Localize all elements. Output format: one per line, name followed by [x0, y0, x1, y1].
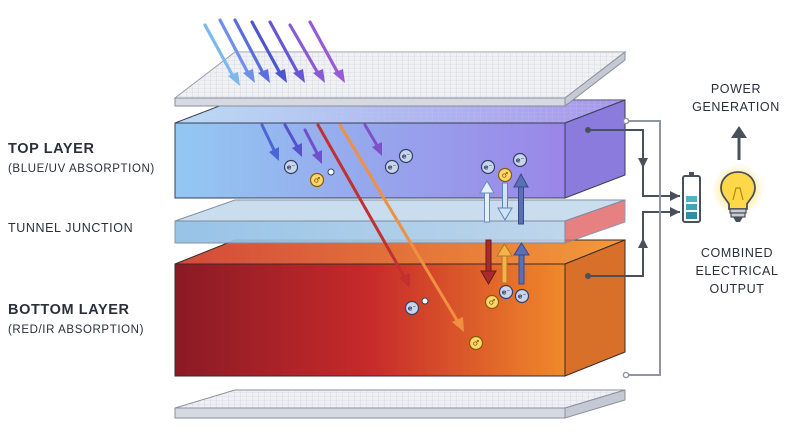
svg-text:e⁻: e⁻	[402, 153, 411, 161]
hole-icon: ♂	[470, 337, 483, 350]
hole-icon: ♂	[499, 169, 512, 182]
svg-text:♂: ♂	[502, 171, 509, 180]
combined-output-line2: ELECTRICAL	[695, 264, 778, 278]
carrier-arrows-bottom	[481, 240, 529, 284]
vacancy-dot	[422, 298, 428, 304]
power-generation-line1: POWER	[711, 82, 761, 96]
bottom-layer-block	[175, 240, 625, 376]
hole-icon: ♂	[486, 296, 499, 309]
combined-output-line1: COMBINED	[701, 246, 773, 260]
svg-text:e⁻: e⁻	[502, 289, 511, 297]
bottom-layer-subtitle: (RED/IR ABSORPTION)	[8, 324, 144, 336]
battery-icon	[683, 172, 700, 222]
bottom-contact-plate	[175, 390, 625, 418]
electron-icon: e⁻	[482, 161, 495, 174]
electron-icon: e⁻	[500, 286, 513, 299]
electron-icon: e⁻	[516, 290, 529, 303]
svg-text:e⁻: e⁻	[388, 164, 397, 172]
top-layer-block	[175, 100, 625, 198]
svg-text:e⁻: e⁻	[516, 157, 525, 165]
svg-text:e⁻: e⁻	[408, 305, 417, 313]
top-layer-subtitle: (BLUE/UV ABSORPTION)	[8, 163, 155, 175]
electron-icon: e⁻	[406, 302, 419, 315]
vacancy-dot	[328, 169, 334, 175]
top-layer-title: TOP LAYER	[8, 141, 95, 157]
svg-text:e⁻: e⁻	[484, 164, 493, 172]
lightbulb-icon	[712, 164, 764, 222]
power-generation-line2: GENERATION	[692, 100, 780, 114]
svg-text:e⁻: e⁻	[518, 293, 527, 301]
hole-icon: ♂	[311, 174, 324, 187]
svg-text:♂: ♂	[473, 339, 480, 348]
svg-text:e⁻: e⁻	[287, 164, 296, 172]
tunnel-junction-label: TUNNEL JUNCTION	[8, 221, 133, 235]
electron-icon: e⁻	[386, 161, 399, 174]
svg-text:♂: ♂	[314, 176, 321, 185]
svg-text:♂: ♂	[489, 298, 496, 307]
electron-icon: e⁻	[514, 154, 527, 167]
tunnel-junction-block	[175, 200, 625, 243]
arrow-up-icon	[731, 126, 747, 160]
electron-icon: e⁻	[285, 161, 298, 174]
combined-output-line3: OUTPUT	[710, 282, 765, 296]
electron-icon: e⁻	[400, 150, 413, 163]
bottom-layer-title: BOTTOM LAYER	[8, 302, 130, 318]
